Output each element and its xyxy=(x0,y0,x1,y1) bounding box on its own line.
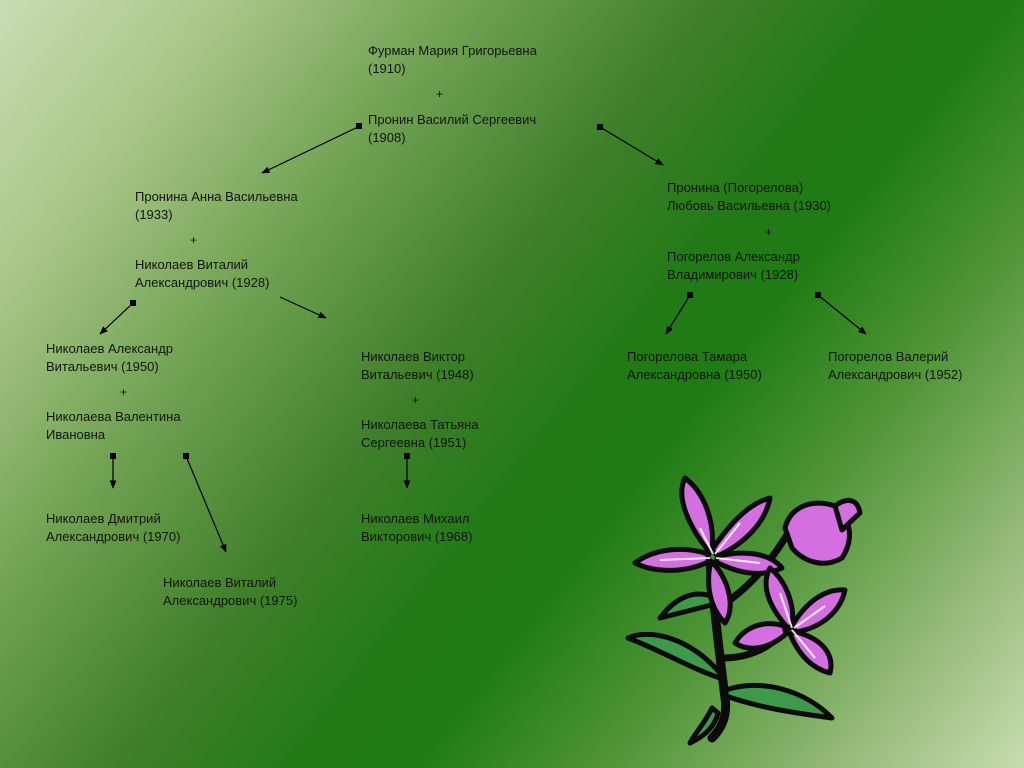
marriage-plus-sign: + xyxy=(120,385,128,399)
marriage-plus-sign: + xyxy=(765,225,773,239)
person-pogorelova-tamara: Погорелова Тамара Александровна (1950) xyxy=(627,349,762,382)
person-nikolaev-mikhail: Николаев Михаил Викторович (1968) xyxy=(361,511,473,544)
person-nikolaeva-valentina: Николаева Валентина Ивановна xyxy=(46,409,181,442)
person-furman-maria: Фурман Мария Григорьевна (1910) xyxy=(368,43,537,76)
person-nikolaeva-tatyana: Николаева Татьяна Сергеевна (1951) xyxy=(361,417,479,450)
person-pogorelov-valeriy: Погорелов Валерий Александрович (1952) xyxy=(828,349,963,382)
arrow-valentina-to-vitaliy-jr xyxy=(185,455,227,553)
person-nikolaev-alexandr: Николаев Александр Витальевич (1950) xyxy=(46,341,174,374)
flower-clipart-icon xyxy=(625,475,863,746)
arrow-vasiliy-to-lyubov xyxy=(599,126,664,166)
person-nikolaev-viktor: Николаев Виктор Витальевич (1948) xyxy=(361,349,474,382)
arrow-alexandr-to-tamara xyxy=(665,294,691,335)
person-pronina-lyubov: Пронина (Погорелова) Любовь Васильевна (… xyxy=(667,180,832,213)
arrow-vitaliy-to-alexandr xyxy=(99,302,134,335)
person-pronin-vasiliy: Пронин Василий Сергеевич (1908) xyxy=(368,112,537,145)
person-pronina-anna: Пронина Анна Васильевна (1933) xyxy=(135,189,298,222)
arrow-vasiliy-to-anna xyxy=(261,125,361,174)
person-nikolaev-vitaliy: Николаев Виталий Александрович (1928) xyxy=(135,257,270,290)
marriage-plus-sign: + xyxy=(436,87,444,101)
person-pogorelov-alexandr: Погорелов Александр Владимирович (1928) xyxy=(667,249,800,282)
marriage-plus-sign: + xyxy=(190,233,198,247)
person-nikolaev-vitaliy-jr: Николаев Виталий Александрович (1975) xyxy=(163,575,298,608)
arrow-vitaliy-to-viktor xyxy=(279,296,327,319)
arrow-alexandr-to-valeriy xyxy=(817,294,867,335)
person-nikolaev-dmitriy: Николаев Дмитрий Александрович (1970) xyxy=(46,511,181,544)
marriage-plus-sign: + xyxy=(412,393,420,407)
